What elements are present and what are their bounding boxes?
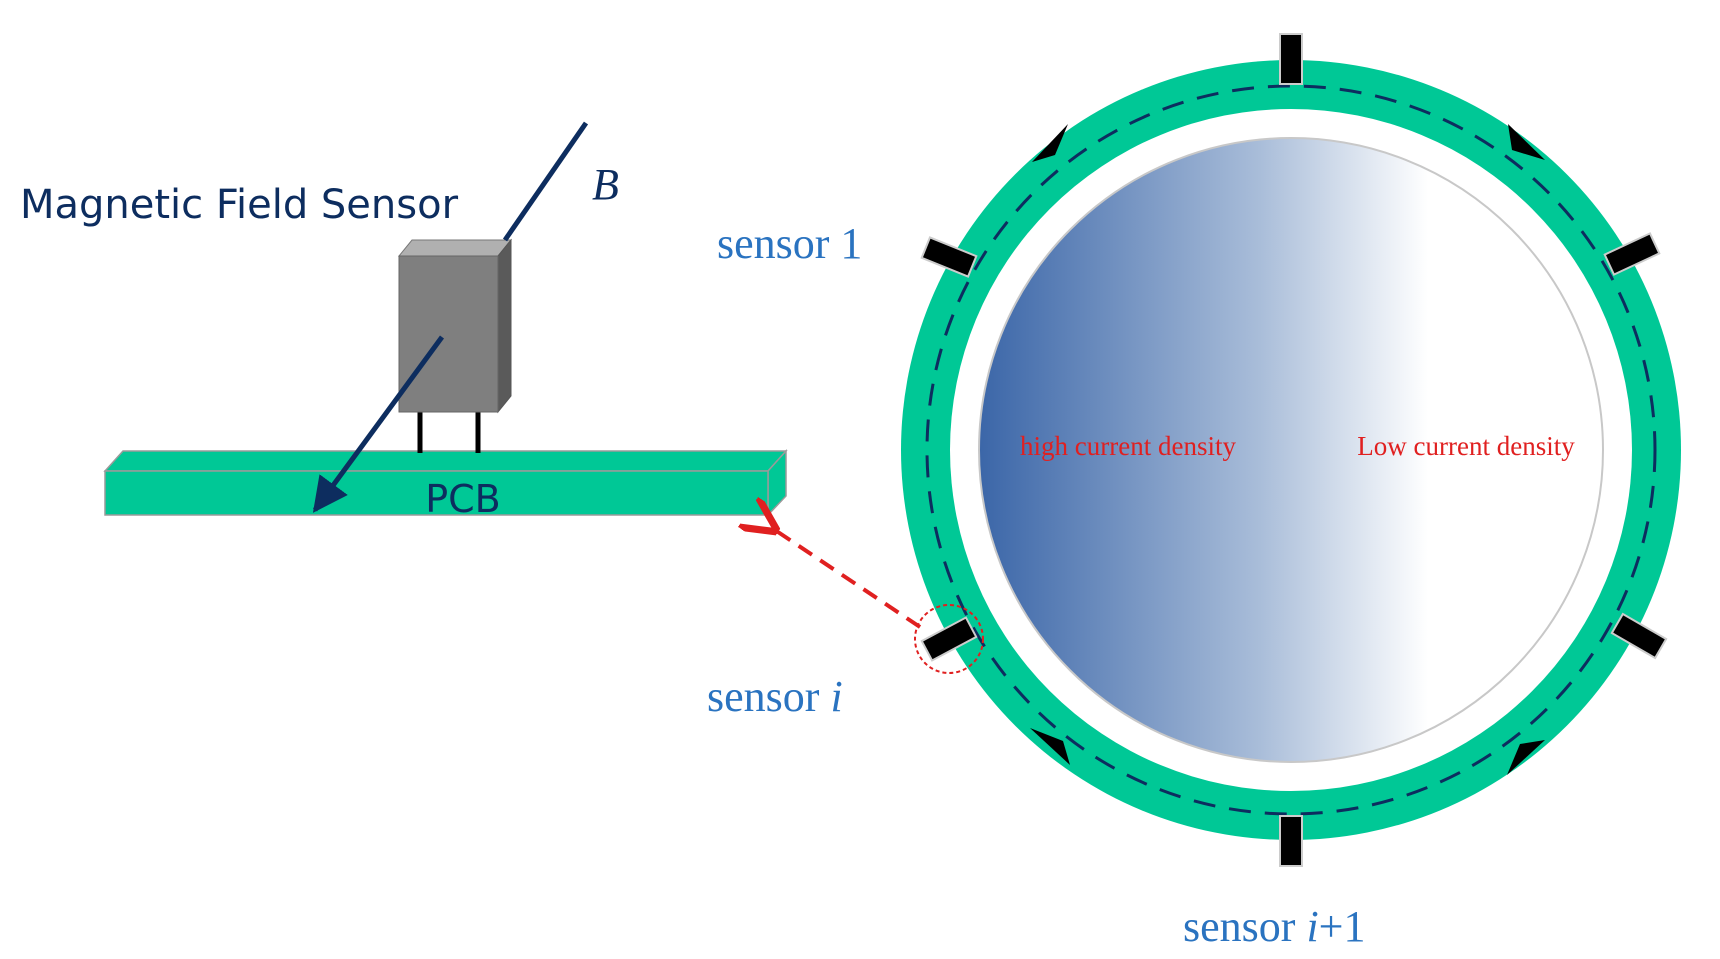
highlight-circle [914, 604, 984, 674]
conductor-cross-section [978, 137, 1604, 763]
arrow-icon [1507, 740, 1545, 775]
current-arrows [1030, 124, 1545, 775]
sensor-i-label: sensor i [707, 672, 843, 721]
arrow-icon [1508, 124, 1545, 160]
pcb-label: PCB [425, 477, 501, 521]
b-label: B [592, 160, 619, 209]
b-field-line [502, 121, 589, 242]
high-density-label: high current density [1020, 431, 1236, 461]
detail-pointer-arrow [775, 530, 922, 629]
ring-sensor [1610, 612, 1668, 660]
sensor-title: Magnetic Field Sensor [20, 182, 459, 228]
ring-sensor [1279, 815, 1303, 867]
ring-sensor [1279, 33, 1303, 85]
ring-sensor [1603, 232, 1661, 276]
ring-sensor [920, 616, 978, 662]
ring-sensor [920, 236, 978, 278]
arrow-icon [1030, 728, 1070, 765]
b-field-arrow [312, 335, 445, 513]
ring-sensors [920, 33, 1668, 867]
low-density-label: Low current density [1357, 431, 1575, 461]
sensor-box-icon [397, 238, 513, 453]
sensor-1-label: sensor 1 [717, 219, 862, 268]
arrow-icon [1032, 124, 1068, 162]
sensor-i1-label: sensor i+1 [1183, 902, 1366, 951]
